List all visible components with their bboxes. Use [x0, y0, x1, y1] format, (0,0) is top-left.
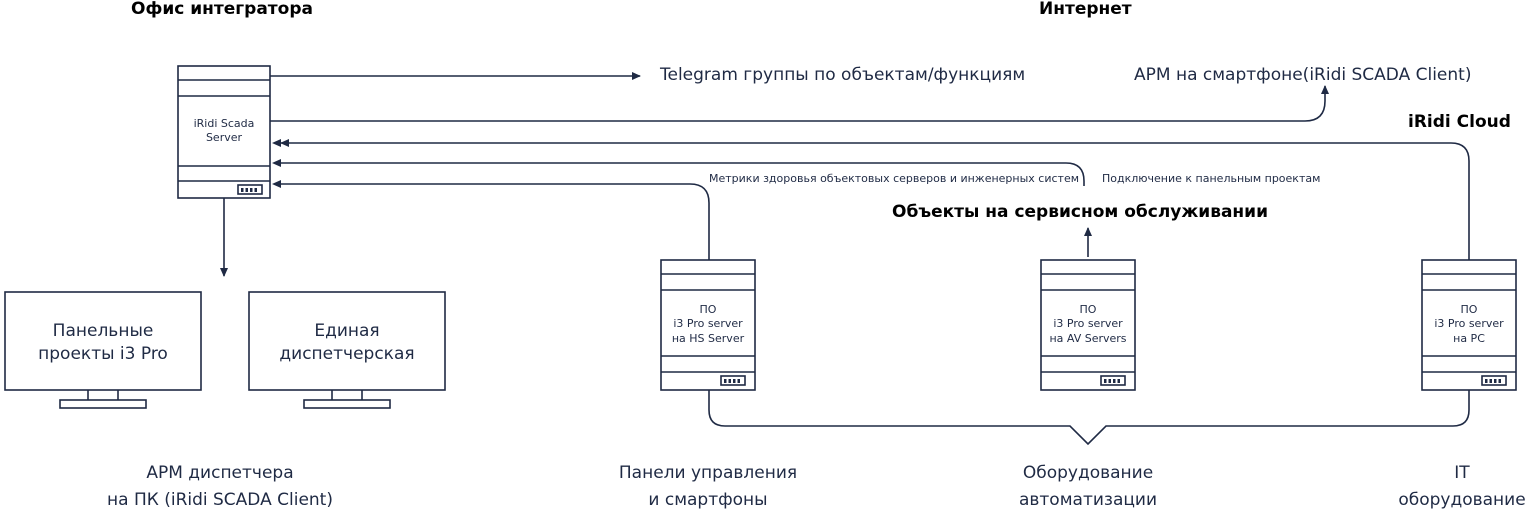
main-server-label: iRidi Scada Server	[177, 117, 271, 146]
automation-line2: автоматизации	[1018, 490, 1158, 511]
internet-header: Интернет	[1039, 0, 1132, 19]
server-hs-line2: i3 Pro server	[673, 317, 743, 331]
server-hs-line1: ПО	[699, 303, 717, 316]
line-panel-connect	[281, 162, 1085, 186]
monitor-panel-projects-line2: проекты i3 Pro	[38, 343, 168, 364]
panel-connect-label: Подключение к панельным проектам	[1102, 172, 1321, 185]
main-server-line1: iRidi Scada	[193, 117, 255, 130]
office-header: Офис интегратора	[131, 0, 313, 19]
monitor-dispatch-line2: диспетчерская	[279, 343, 415, 364]
metrics-label: Метрики здоровья объектовых серверов и и…	[709, 172, 1080, 185]
arrow-to-apm-phone	[270, 85, 1329, 122]
server-pc-label: ПО i3 Pro server на PC	[1422, 303, 1516, 346]
server-av-label: ПО i3 Pro server на AV Servers	[1041, 303, 1135, 346]
arrowhead-panel-connect	[272, 159, 281, 167]
line-metrics	[281, 183, 710, 260]
server-pc-line3: на PC	[1453, 331, 1485, 345]
arrowhead-cloud	[272, 139, 281, 147]
server-pc-line2: i3 Pro server	[1434, 317, 1504, 331]
panels-line1: Панели управления	[618, 463, 798, 483]
monitor-panel-projects	[4, 291, 202, 409]
cloud-header: iRidi Cloud	[1408, 112, 1511, 132]
monitor-dispatch	[248, 291, 446, 409]
monitor-dispatch-label: Единая диспетчерская	[249, 320, 445, 366]
telegram-label: Telegram группы по объектам/функциям	[660, 65, 1026, 85]
arrowhead-metrics	[272, 180, 281, 188]
server-pc-line1: ПО	[1460, 303, 1478, 316]
automation-caption: Оборудование автоматизации	[978, 460, 1198, 514]
monitor-panel-projects-label: Панельные проекты i3 Pro	[5, 320, 201, 366]
panels-caption: Панели управления и смартфоны	[588, 460, 828, 514]
it-line1: IT	[1454, 463, 1470, 483]
bracket-equipment	[708, 390, 1470, 446]
apm-pc-line1: АРМ диспетчера	[146, 463, 294, 483]
automation-line1: Оборудование	[1022, 463, 1154, 483]
server-rack-av	[1040, 259, 1136, 391]
objects-header: Объекты на сервисном обслуживании	[892, 202, 1268, 222]
server-hs-line3: на HS Server	[671, 331, 745, 345]
it-caption: IT оборудование	[1390, 460, 1534, 514]
server-av-line2: i3 Pro server	[1053, 317, 1123, 331]
server-rack-hs	[660, 259, 756, 391]
monitor-dispatch-line1: Единая	[314, 321, 380, 341]
server-av-line3: на AV Servers	[1049, 331, 1127, 345]
line-from-cloud	[280, 139, 1470, 260]
it-line2: оборудование	[1398, 490, 1526, 511]
apm-pc-line2: на ПК (iRidi SCADA Client)	[107, 490, 333, 511]
apm-phone-label: АРМ на смартфоне(iRidi SCADA Client)	[1134, 65, 1472, 85]
server-hs-label: ПО i3 Pro server на HS Server	[661, 303, 755, 346]
server-av-line1: ПО	[1079, 303, 1097, 316]
apm-pc-caption: АРМ диспетчера на ПК (iRidi SCADA Client…	[60, 460, 380, 514]
monitor-panel-projects-line1: Панельные	[52, 321, 154, 341]
panels-line2: и смартфоны	[648, 490, 768, 511]
main-server-line2: Server	[205, 131, 243, 145]
